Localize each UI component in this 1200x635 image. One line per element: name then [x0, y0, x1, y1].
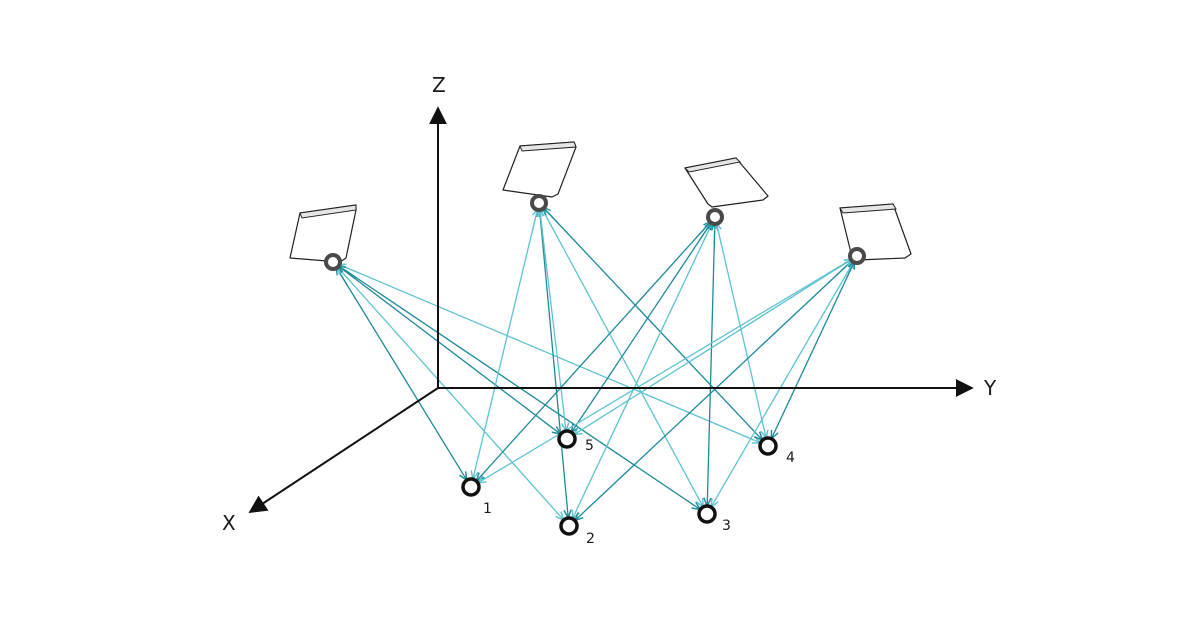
camera-lens-icon — [706, 208, 724, 226]
ray-camera-4-to-marker-3 — [711, 255, 858, 507]
ray-camera-4-to-marker-5 — [574, 255, 858, 435]
ray-camera-3-to-marker-4 — [714, 216, 766, 438]
return-ray-camera-1 — [338, 266, 356, 280]
ray-layer — [332, 202, 858, 521]
return-ray-camera-2 — [540, 209, 543, 231]
marker-label: 5 — [585, 438, 594, 454]
marker-4: 4 — [758, 436, 795, 466]
camera-2 — [502, 141, 577, 212]
marker-ring-icon — [557, 429, 577, 449]
ray-camera-1-to-marker-3 — [332, 261, 700, 510]
marker-2: 2 — [559, 516, 595, 547]
ray-camera-2-to-marker-3 — [538, 202, 703, 507]
marker-ring-icon — [559, 516, 579, 536]
ray-camera-3-to-marker-5 — [571, 216, 716, 432]
return-ray-camera-4 — [833, 259, 852, 272]
ray-camera-1-to-marker-5 — [332, 261, 561, 434]
camera-1 — [289, 204, 357, 271]
marker-layer: 1 2 3 4 5 — [461, 429, 795, 547]
ray-camera-2-to-marker-5 — [538, 202, 566, 431]
camera-3 — [683, 157, 769, 226]
ray-camera-2-to-marker-2 — [538, 202, 568, 518]
camera-lens-icon — [848, 247, 866, 265]
ray-camera-1-to-marker-2 — [332, 261, 564, 520]
return-ray-camera-3 — [698, 222, 711, 241]
camera-lens-icon — [324, 253, 342, 271]
marker-ring-icon — [697, 504, 717, 524]
y-axis-label: Y — [983, 376, 997, 400]
marker-ring-icon — [461, 477, 481, 497]
return-ray-camera-4 — [844, 261, 854, 282]
ray-camera-3-to-marker-3 — [707, 216, 716, 506]
ray-camera-2-to-marker-1 — [473, 202, 540, 479]
camera-4 — [839, 203, 912, 265]
marker-label: 3 — [722, 518, 731, 534]
return-ray-camera-2 — [543, 207, 559, 224]
marker-1: 1 — [461, 477, 492, 517]
camera-panel-edge — [299, 204, 357, 219]
camera-panel — [502, 141, 577, 198]
camera-lens-icon — [530, 194, 548, 212]
marker-ring-icon — [758, 436, 778, 456]
x-axis — [248, 387, 439, 513]
return-ray-camera-3 — [714, 223, 715, 246]
camera-panel-edge — [519, 141, 577, 152]
return-ray-camera-3 — [716, 223, 722, 245]
camera-panel-edge — [683, 157, 742, 173]
ray-camera-2-to-marker-4 — [538, 202, 763, 440]
ray-camera-1-to-marker-1 — [332, 261, 467, 480]
z-axis-label: Z — [432, 73, 446, 97]
ray-camera-3-to-marker-2 — [572, 216, 716, 519]
marker-3: 3 — [697, 504, 731, 534]
marker-5: 5 — [557, 429, 594, 454]
camera-layer — [289, 141, 912, 271]
marker-label: 4 — [786, 450, 795, 466]
ray-camera-3-to-marker-1 — [476, 216, 716, 481]
return-ray-camera-2 — [531, 209, 537, 231]
axes-group: Z Y X — [222, 73, 997, 535]
ray-camera-4-to-marker-1 — [478, 255, 858, 483]
camera-panel-edge — [839, 203, 897, 214]
marker-label: 1 — [483, 501, 492, 517]
marker-label: 2 — [586, 531, 595, 547]
ray-camera-4-to-marker-4 — [771, 255, 858, 439]
x-axis-label: X — [222, 511, 236, 535]
